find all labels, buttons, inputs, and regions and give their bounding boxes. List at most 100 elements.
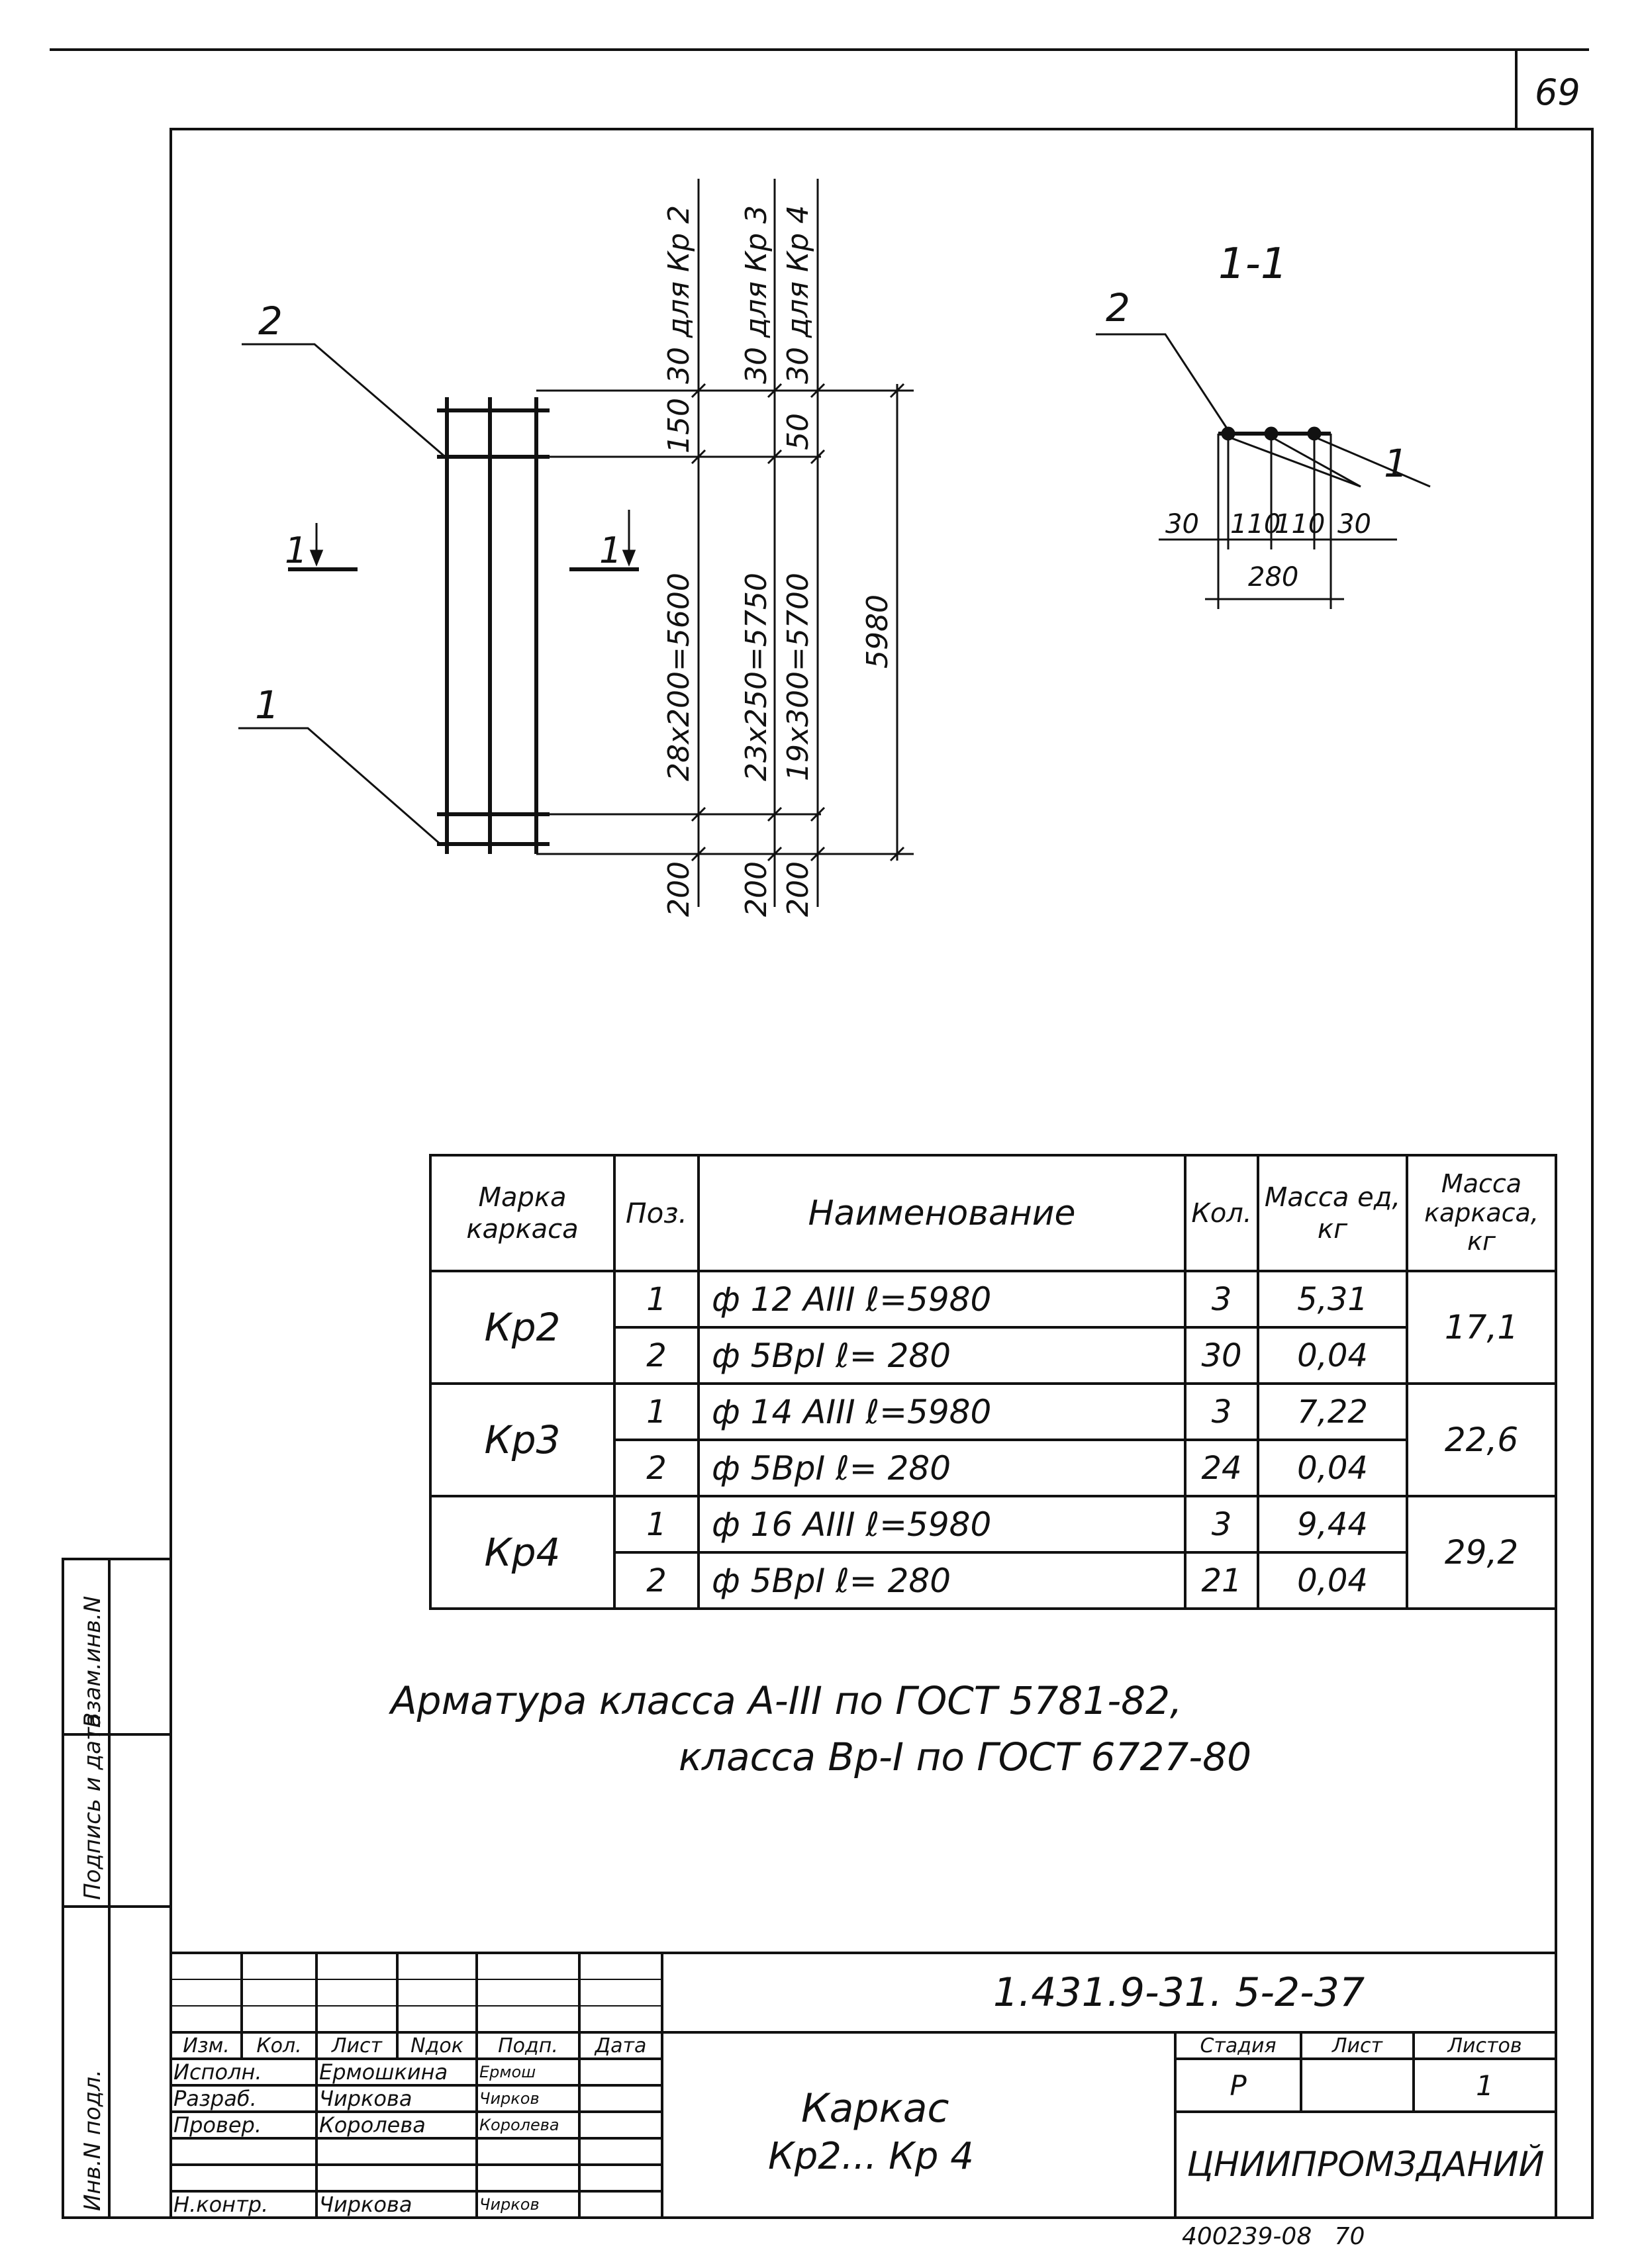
- tb-sign-nkontr: Чирков: [479, 2195, 540, 2214]
- dim-top-kp3: 30 для Кр 3: [740, 205, 773, 384]
- mark-kp2: Кр2: [484, 1305, 561, 1350]
- tb-organization: ЦНИИПРОМЗДАНИЙ: [1186, 2145, 1545, 2185]
- page-number: 69: [1535, 71, 1580, 113]
- tb-name-ispoln: Ермошкина: [319, 2059, 448, 2085]
- doc-code: 1.431.9-31. 5-2-37: [993, 1969, 1365, 2016]
- dim-bottom-kp2: 200: [662, 861, 696, 917]
- section-dim-30a: 30: [1165, 509, 1199, 540]
- tb-role-ispoln: Исполн.: [173, 2059, 262, 2085]
- plan-callout-2: 2: [258, 299, 283, 344]
- frame-mass-kp3: 22,6: [1444, 1421, 1519, 1459]
- name-kp4-1: ф 16 AIII ℓ=5980: [712, 1505, 992, 1544]
- name-kp3-1: ф 14 AIII ℓ=5980: [712, 1392, 992, 1431]
- note-line-2: класса Bp-I по ГОСТ 6727-80: [679, 1734, 1251, 1779]
- pos-kp4-2: 2: [646, 1562, 667, 1599]
- th-mark: Марка каркаса: [466, 1182, 579, 1245]
- qty-kp4-2: 21: [1201, 1562, 1242, 1599]
- th-pos: Поз.: [626, 1197, 687, 1229]
- tb-title-line1: Каркас: [801, 2085, 949, 2132]
- tb-sign-razrab: Чирков: [479, 2089, 540, 2108]
- tb-role-nkontr: Н.контр.: [173, 2192, 269, 2217]
- tb-title-line2: Кр2... Кр 4: [768, 2135, 974, 2178]
- tb-stage-label: Стадия: [1200, 2034, 1277, 2057]
- qty-kp3-2: 24: [1201, 1449, 1242, 1487]
- mass-kp2-1: 5,31: [1297, 1280, 1368, 1318]
- section-marker-right: 1: [599, 530, 622, 571]
- frame-plan-view: [437, 397, 550, 854]
- tb-sign-ispoln: Ермош: [479, 2063, 536, 2081]
- th-name: Наименование: [808, 1193, 1076, 1233]
- dim-mid-kp4: 19x300=5700: [781, 573, 815, 781]
- dim-total: 5980: [861, 594, 895, 669]
- section-title: 1-1: [1218, 240, 1288, 289]
- name-kp3-2: ф 5BpI ℓ= 280: [712, 1448, 951, 1488]
- tb-col-list: Лист: [331, 2034, 383, 2057]
- tb-col-kol: Кол.: [256, 2034, 302, 2057]
- section-callout-1: 1: [1384, 441, 1408, 486]
- tb-sign-prover: Королева: [479, 2116, 559, 2134]
- section-dim-280: 280: [1248, 562, 1298, 592]
- title-block-grid: [171, 1609, 1557, 2218]
- leader-2: [242, 343, 444, 457]
- side-stamp-inv-podl: Инв.N подл.: [79, 2069, 106, 2211]
- qty-kp4-1: 3: [1211, 1505, 1232, 1543]
- th-unit-mass: Масса ед, кг: [1264, 1182, 1401, 1245]
- qty-kp3-1: 3: [1211, 1393, 1232, 1431]
- th-qty: Кол.: [1191, 1198, 1252, 1229]
- spec-table-grid: [429, 1154, 1557, 1610]
- side-stamp-podpis: Подпись и дата: [79, 1713, 106, 1900]
- dim-top-kp4: 30 для Кр 4: [781, 205, 815, 384]
- dim-bottom-kp3: 200: [740, 861, 773, 917]
- dim-top-kp2: 30 для Кр 2: [662, 205, 696, 384]
- plan-callout-1: 1: [255, 683, 279, 728]
- qty-kp2-1: 3: [1211, 1280, 1232, 1318]
- dim-bottom-kp4: 200: [781, 861, 815, 917]
- section-marker-left: 1: [285, 530, 307, 571]
- tb-role-prover: Провер.: [173, 2112, 262, 2138]
- tb-col-data: Дата: [595, 2034, 647, 2057]
- pos-kp2-1: 1: [646, 1280, 667, 1318]
- tb-col-izm: Изм.: [183, 2034, 230, 2057]
- tb-sheet-label: Лист: [1331, 2034, 1383, 2057]
- th-frame-mass: Масса каркаса, кг: [1424, 1168, 1539, 1256]
- section-dim-110b: 110: [1275, 509, 1325, 540]
- dim-50: 50: [781, 413, 815, 450]
- section-dim-30b: 30: [1337, 509, 1371, 540]
- dim-mid-kp2: 28x200=5600: [662, 573, 696, 781]
- mass-kp4-1: 9,44: [1297, 1505, 1368, 1543]
- name-kp4-2: ф 5BpI ℓ= 280: [712, 1561, 951, 1600]
- mass-kp4-2: 0,04: [1297, 1562, 1368, 1599]
- name-kp2-1: ф 12 AIII ℓ=5980: [712, 1280, 992, 1319]
- dim-mid-kp3: 23x250=5750: [740, 573, 773, 781]
- qty-kp2-2: 30: [1201, 1337, 1242, 1374]
- tb-col-ndok: Nдок: [411, 2034, 463, 2057]
- tb-col-podp: Подп.: [498, 2034, 558, 2057]
- footer-code: 400239-08 70: [1182, 2223, 1365, 2250]
- mark-kp4: Кр4: [484, 1530, 561, 1575]
- pos-kp3-1: 1: [646, 1393, 667, 1431]
- leader-1: [238, 727, 441, 845]
- tb-stage-value: Р: [1230, 2069, 1247, 2102]
- side-stamp-vzam: Взам.инв.N: [79, 1595, 106, 1728]
- section-dim-110a: 110: [1230, 509, 1281, 540]
- section-view: [1096, 333, 1431, 609]
- tb-name-prover: Королева: [319, 2112, 426, 2138]
- name-kp2-2: ф 5BpI ℓ= 280: [712, 1336, 951, 1375]
- pos-kp2-2: 2: [646, 1337, 667, 1374]
- tb-sheets-label: Листов: [1447, 2034, 1522, 2057]
- dim-150: 150: [662, 398, 696, 453]
- mark-kp3: Кр3: [484, 1417, 561, 1462]
- mass-kp3-1: 7,22: [1297, 1393, 1368, 1431]
- frame-mass-kp4: 29,2: [1444, 1533, 1519, 1572]
- frame-mass-kp2: 17,1: [1444, 1308, 1519, 1347]
- note-line-1: Арматура класса A-III по ГОСТ 5781-82,: [391, 1678, 1183, 1723]
- sheet-frame: [169, 128, 1594, 2219]
- tb-role-razrab: Разраб.: [173, 2086, 257, 2111]
- mass-kp2-2: 0,04: [1297, 1337, 1368, 1374]
- pos-kp4-1: 1: [646, 1505, 667, 1543]
- side-stamp-frame: [62, 1558, 172, 2219]
- tb-name-razrab: Чиркова: [319, 2086, 412, 2111]
- pos-kp3-2: 2: [646, 1449, 667, 1487]
- mass-kp3-2: 0,04: [1297, 1449, 1368, 1487]
